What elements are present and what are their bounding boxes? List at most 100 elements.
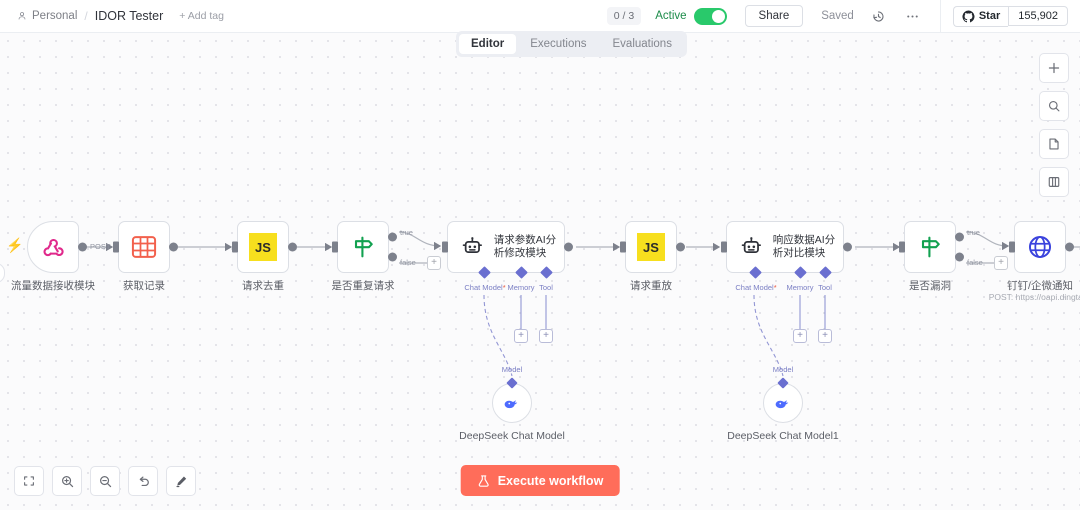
trigger-bolt-icon: ⚡ <box>6 237 24 253</box>
node-input-port[interactable] <box>232 241 238 253</box>
node-http-dingtalk-notify[interactable]: 钉钉/企微通知 POST: https://oapi.dingtalk. <box>989 221 1080 302</box>
add-node-button[interactable] <box>1039 53 1069 83</box>
execute-workflow-button[interactable]: Execute workflow <box>460 465 620 496</box>
ellipsis-icon[interactable] <box>904 7 922 25</box>
model-output-port[interactable] <box>506 377 518 389</box>
add-node-after-false-stub[interactable]: + <box>427 256 441 270</box>
zoom-out-button[interactable] <box>90 466 120 496</box>
deepseek-whale-icon <box>775 400 789 409</box>
subport-memory[interactable] <box>794 266 807 279</box>
top-bar: Personal / IDOR Tester + Add tag 0 / 3 A… <box>0 0 1080 33</box>
node-output-port-false[interactable] <box>388 252 397 262</box>
node-input-port[interactable] <box>1009 241 1015 253</box>
node-label: 请求参数AI分析修改模块 <box>493 233 557 259</box>
tidy-up-button[interactable] <box>166 466 196 496</box>
subport-chat-model[interactable] <box>478 266 491 279</box>
github-star-label: Star <box>978 10 1001 22</box>
subport-label-chat-model: Chat Model* <box>464 283 505 292</box>
node-input-port[interactable] <box>620 241 626 253</box>
github-icon <box>962 9 975 22</box>
node-output-port-false[interactable] <box>955 252 964 262</box>
node-output-port-true[interactable] <box>388 232 397 242</box>
github-star-button[interactable]: Star <box>952 5 1009 27</box>
subport-chat-model[interactable] <box>749 266 762 279</box>
page-title[interactable]: IDOR Tester <box>94 9 164 23</box>
node-input-port[interactable] <box>442 241 448 253</box>
reset-zoom-button[interactable] <box>128 466 158 496</box>
node-input-port[interactable] <box>899 241 905 253</box>
node-input-port[interactable] <box>721 241 727 253</box>
canvas-bottom-toolbar <box>14 466 196 496</box>
model-output-port[interactable] <box>777 377 789 389</box>
node-input-port[interactable] <box>113 241 119 253</box>
node-label: 是否漏洞 <box>909 280 951 292</box>
breadcrumb-workspace[interactable]: Personal <box>17 10 77 22</box>
node-label: 钉钉/企微通知 <box>1007 280 1073 292</box>
flask-icon <box>478 474 489 487</box>
subport-tool[interactable] <box>819 266 832 279</box>
tab-evaluations[interactable]: Evaluations <box>612 38 672 50</box>
toggle-knob <box>711 9 725 23</box>
node-output-port[interactable] <box>169 242 178 252</box>
note-icon <box>1049 138 1059 150</box>
node-output-port-true[interactable] <box>955 232 964 242</box>
node-get-records[interactable]: 获取记录 <box>113 221 178 292</box>
node-output-port[interactable] <box>78 242 87 252</box>
model-port-label: Model <box>772 365 794 374</box>
node-deepseek-chat-model-1[interactable]: Model DeepSeek Chat Model1 <box>727 365 839 442</box>
github-star-widget: Star 155,902 <box>939 0 1080 32</box>
output-tag-false: false <box>400 258 416 267</box>
node-code-replay-request[interactable]: JS 请求重放 <box>620 221 685 292</box>
model-node-label: DeepSeek Chat Model <box>459 430 565 442</box>
add-node-after-false-stub[interactable]: + <box>994 256 1008 270</box>
node-if-duplicate-request[interactable]: true false 是否重复请求 <box>332 221 416 292</box>
node-if-vulnerability[interactable]: true false 是否漏洞 <box>899 221 983 292</box>
workflow-canvas[interactable]: ⚡ POST 流量数据接收模块 获取记录 JS 请求去重 <box>0 33 1080 510</box>
subport-label-tool: Tool <box>539 283 553 292</box>
globe-http-icon <box>1028 235 1052 259</box>
add-sticky-note-button[interactable] <box>1039 129 1069 159</box>
node-deepseek-chat-model[interactable]: Model DeepSeek Chat Model <box>459 365 565 442</box>
active-toggle[interactable] <box>693 7 727 25</box>
zoom-in-icon <box>61 475 73 487</box>
history-icon[interactable] <box>870 7 888 25</box>
node-output-port[interactable] <box>288 242 297 252</box>
tab-editor[interactable]: Editor <box>459 34 517 54</box>
node-ai-agent-request-params[interactable]: 请求参数AI分析修改模块 Chat Model* Memory Tool <box>442 221 573 292</box>
saved-status: Saved <box>821 10 854 22</box>
canvas-left-handle[interactable] <box>0 263 5 283</box>
add-tool-button[interactable]: + <box>818 329 832 343</box>
add-memory-button[interactable]: + <box>793 329 807 343</box>
node-output-port[interactable] <box>676 242 685 252</box>
search-icon <box>1048 100 1060 112</box>
node-label: 响应数据AI分析对比模块 <box>772 233 836 259</box>
share-button[interactable]: Share <box>744 5 804 27</box>
add-tool-button[interactable]: + <box>539 329 553 343</box>
node-input-port[interactable] <box>332 241 338 253</box>
panel-icon <box>1048 177 1060 187</box>
model-port-label: Model <box>501 365 523 374</box>
add-memory-button[interactable]: + <box>514 329 528 343</box>
node-webhook-trigger[interactable]: POST 流量数据接收模块 <box>11 221 110 292</box>
js-icon: JS <box>249 233 277 261</box>
js-icon: JS <box>637 233 665 261</box>
tab-executions[interactable]: Executions <box>530 38 587 50</box>
node-output-port[interactable] <box>1065 242 1074 252</box>
toggle-panel-button[interactable] <box>1039 167 1069 197</box>
zoom-out-icon <box>99 475 111 487</box>
output-tag-false: false <box>967 258 983 267</box>
node-ai-agent-response-compare[interactable]: 响应数据AI分析对比模块 Chat Model* Memory Tool <box>721 221 852 292</box>
zoom-in-button[interactable] <box>52 466 82 496</box>
subport-memory[interactable] <box>515 266 528 279</box>
add-tag-button[interactable]: + Add tag <box>179 10 224 22</box>
execution-count-badge: 0 / 3 <box>606 7 642 25</box>
node-code-dedupe[interactable]: JS 请求去重 <box>232 221 297 292</box>
active-label: Active <box>655 10 687 22</box>
node-output-port[interactable] <box>843 242 852 252</box>
zoom-to-fit-button[interactable] <box>14 466 44 496</box>
tidy-up-icon <box>175 475 186 487</box>
subport-tool[interactable] <box>540 266 553 279</box>
output-tag-true: true <box>400 228 413 237</box>
node-output-port[interactable] <box>564 242 573 252</box>
search-nodes-button[interactable] <box>1039 91 1069 121</box>
